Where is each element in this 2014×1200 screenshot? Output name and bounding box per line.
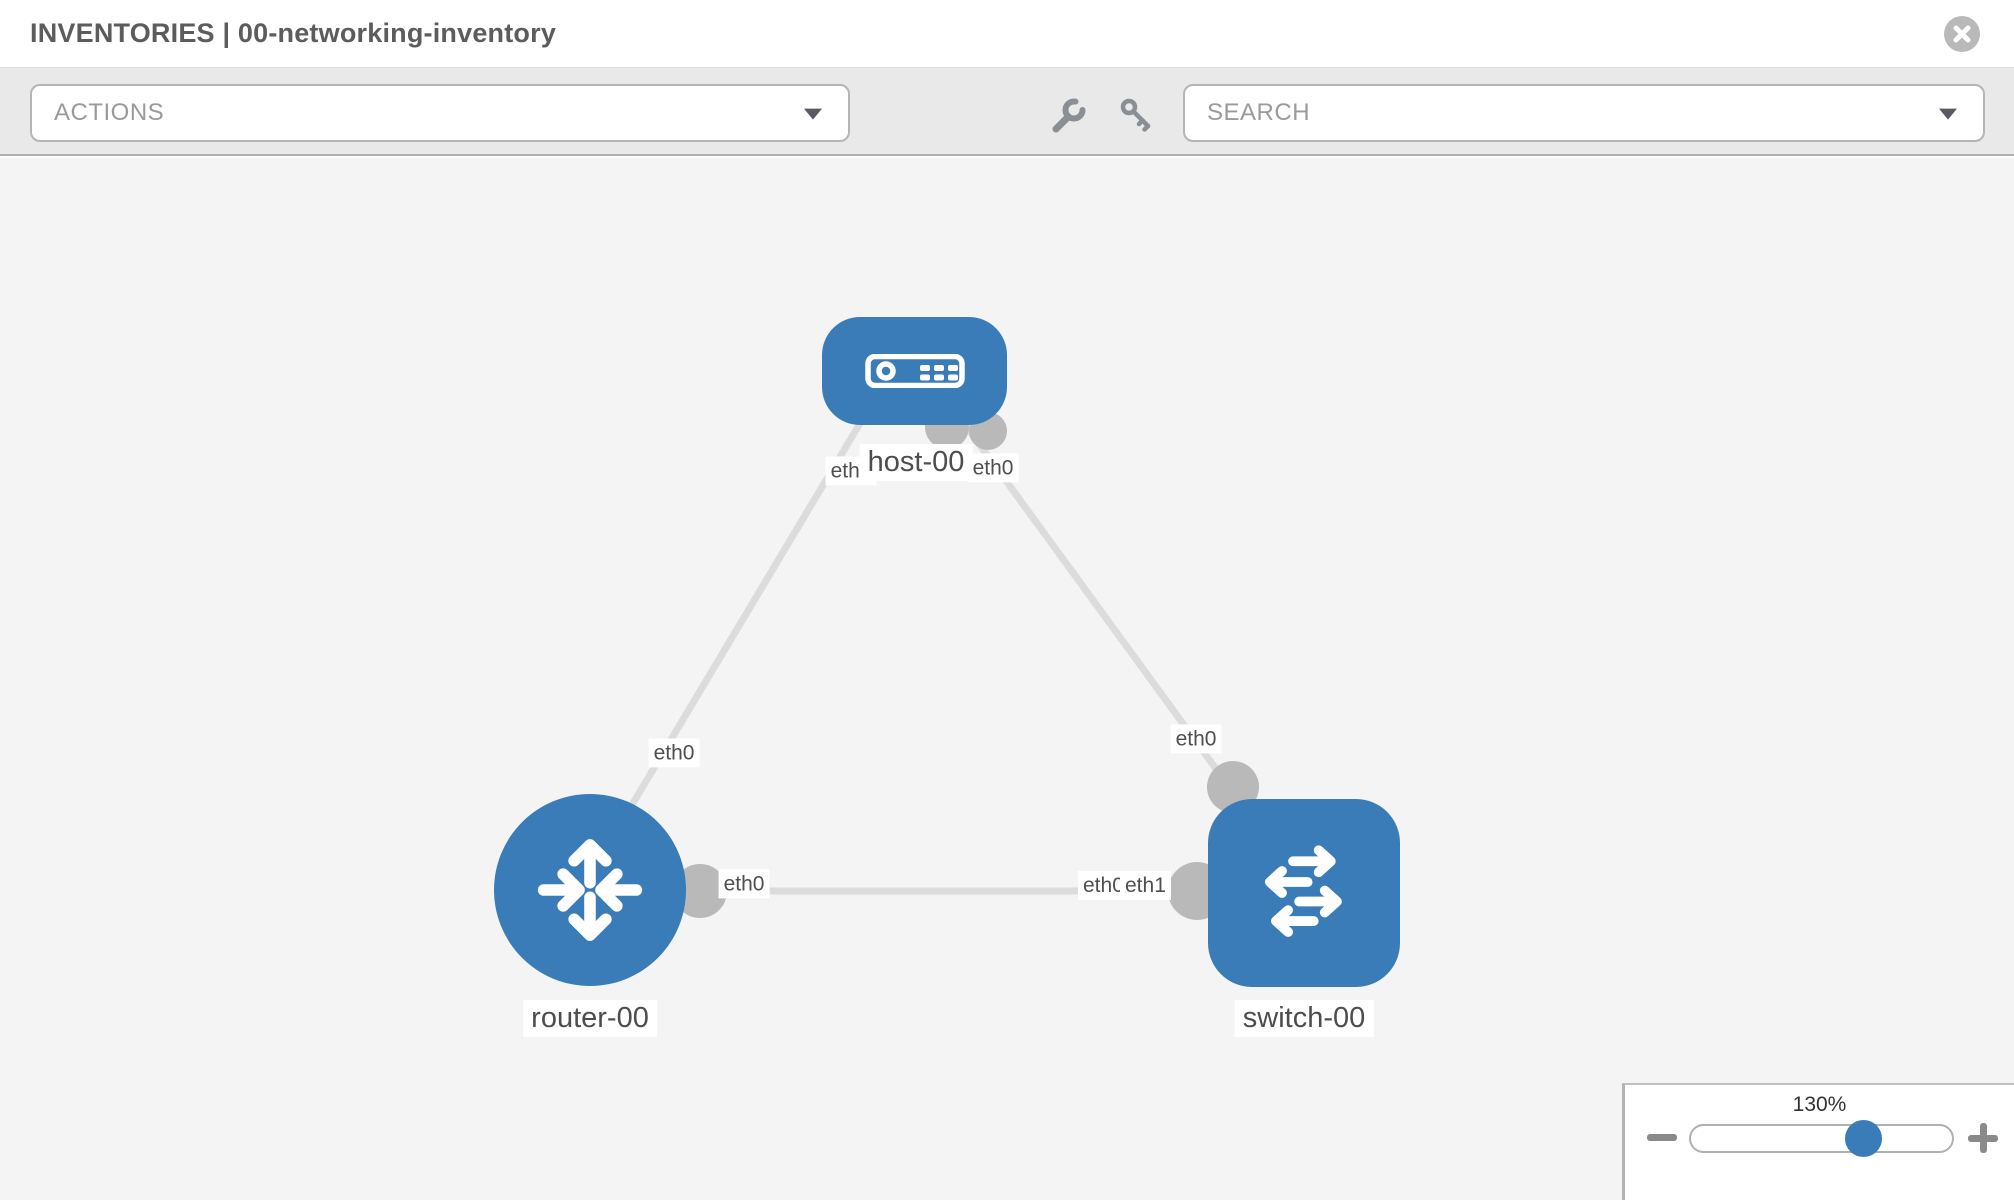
link-host-router[interactable] [601, 413, 869, 852]
interface-label: eth0 [967, 453, 1019, 483]
switch-icon [1264, 845, 1342, 937]
links-layer [601, 405, 1259, 920]
node-label-switch: switch-00 [1234, 1000, 1374, 1037]
interface-label: eth0 [718, 869, 770, 899]
wrench-button[interactable] [1048, 96, 1088, 136]
node-host-00[interactable] [822, 317, 1007, 425]
interface-label: eth0 [1170, 724, 1222, 754]
window-header: INVENTORIES | 00-networking-inventory [0, 0, 2014, 68]
page-title: INVENTORIES | 00-networking-inventory [30, 18, 557, 48]
node-router-00[interactable] [494, 794, 686, 986]
search-dropdown[interactable]: SEARCH [1183, 84, 1985, 142]
chevron-down-icon [1939, 108, 1957, 120]
interface-connector [673, 864, 727, 918]
toolbar: ACTIONS SEARCH [0, 68, 2014, 156]
node-label-router: router-00 [523, 1000, 657, 1037]
chevron-down-icon [804, 108, 822, 120]
interface-label: eth1 [1120, 871, 1171, 901]
interface-label: eth0 [648, 738, 700, 768]
host-icon [864, 354, 965, 388]
zoom-slider-track[interactable] [1689, 1119, 1954, 1157]
node-switch-00[interactable] [1208, 799, 1400, 987]
wrench-icon [1052, 98, 1086, 133]
key-icon [1120, 98, 1151, 132]
close-icon [1953, 25, 1971, 43]
actions-dropdown[interactable]: ACTIONS [30, 84, 850, 142]
zoom-level: 130% [1792, 1093, 1847, 1116]
plus-icon [1968, 1123, 1998, 1153]
zoom-controls [1625, 1119, 2014, 1157]
zoom-out-button[interactable] [1647, 1123, 1677, 1153]
node-label-host: host-00 [859, 444, 973, 481]
close-button[interactable] [1944, 16, 1980, 52]
zoom-in-button[interactable] [1968, 1123, 1998, 1153]
zoom-slider-thumb[interactable] [1845, 1119, 1882, 1157]
minus-icon [1647, 1134, 1677, 1141]
router-icon [537, 839, 643, 941]
zoom-panel: 130% [1622, 1083, 2014, 1200]
key-button[interactable] [1117, 96, 1157, 136]
actions-dropdown-label: ACTIONS [54, 99, 165, 126]
topology-canvas[interactable]: host-00 router-00 switch-00 eth0 eth0 et… [0, 158, 2014, 1200]
search-placeholder: SEARCH [1207, 99, 1311, 126]
